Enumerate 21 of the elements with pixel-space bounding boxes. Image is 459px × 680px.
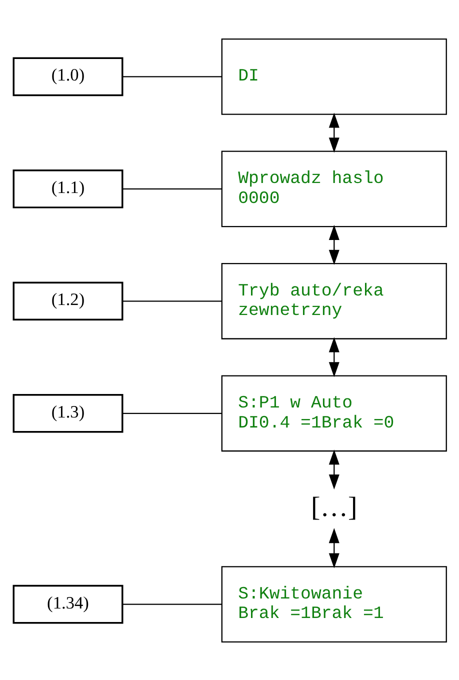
node-box: (1.0) (12, 56, 123, 96)
node-box: S:Kwitowanie Brak =1Brak =1 (220, 566, 446, 642)
node-box: (1.34) (12, 584, 123, 624)
node-box: DI (220, 38, 446, 114)
arrow (328, 112, 339, 152)
node-box: Wprowadz haslo 0000 (220, 150, 446, 227)
node-box: S:P1 w Auto DI0.4 =1Brak =0 (220, 374, 446, 452)
arrow (328, 528, 339, 568)
node-box: Tryb auto/reka zewnetrzny (220, 262, 446, 339)
node-box: (1.3) (12, 394, 123, 432)
arrow (328, 449, 339, 489)
connector (122, 188, 222, 189)
connector (122, 412, 222, 414)
node-text: […] (310, 492, 357, 523)
connector (122, 300, 222, 302)
connector (122, 76, 222, 77)
arrow (328, 224, 339, 264)
node-box: (1.1) (12, 169, 123, 208)
node-box: (1.2) (12, 281, 123, 320)
arrow (328, 336, 339, 377)
connector (122, 603, 222, 604)
